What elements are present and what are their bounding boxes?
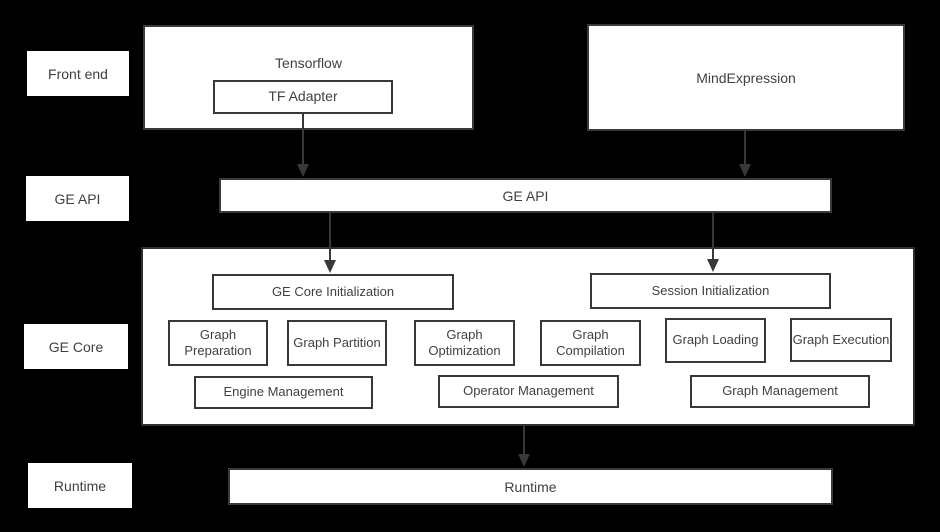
front-end-row-label-text: Front end [48,65,108,82]
arrow-mindexpression-to-geapi [739,131,751,177]
runtime-row-label-text: Runtime [53,477,107,494]
tensorflow-label: Tensorflow [275,55,342,71]
ge-core-row-label: GE Core [24,324,128,369]
arrow-stem [523,426,525,454]
arrow-stem [302,113,304,164]
arrow-stem [712,213,714,259]
operator-management-box: Operator Management [438,375,619,408]
arrow-stem [329,213,331,260]
ge-core-initialization-box: GE Core Initialization [212,274,454,310]
graph-partition-box: Graph Partition [287,320,387,366]
ge-core-row-label-text: GE Core [48,338,104,355]
graph-loading-box: Graph Loading [665,318,766,363]
mindexpression-box: MindExpression [587,24,905,131]
arrow-geapi-to-gecore-init [324,213,336,273]
ge-api-row-label: GE API [26,176,129,221]
graph-execution-label: Graph Execution [792,331,890,347]
arrow-head-icon [324,260,336,273]
session-initialization-box: Session Initialization [590,273,831,309]
graph-management-label: Graph Management [722,383,838,399]
operator-management-label: Operator Management [463,383,594,399]
arrow-stem [744,131,746,164]
runtime-bar-label: Runtime [504,478,557,495]
graph-loading-label: Graph Loading [672,332,759,348]
session-initialization-label: Session Initialization [651,282,770,298]
arrow-geapi-to-session-init [707,213,719,272]
tf-adapter-box: TF Adapter [213,80,393,114]
ge-core-initialization-label: GE Core Initialization [271,283,395,299]
arrow-head-icon [518,454,530,467]
ge-api-bar-label: GE API [502,187,549,204]
arrow-head-icon [707,259,719,272]
engine-management-box: Engine Management [194,376,373,409]
graph-optimization-box: Graph Optimization [414,320,515,366]
ge-api-bar: GE API [219,178,832,213]
engine-management-label: Engine Management [223,384,344,400]
arrow-gecore-to-runtime [518,426,530,467]
tf-adapter-label: TF Adapter [268,88,338,105]
runtime-bar: Runtime [228,468,833,505]
arrow-head-icon [739,164,751,177]
graph-preparation-box: Graph Preparation [168,320,268,366]
runtime-row-label: Runtime [28,463,132,508]
graph-compilation-label: Graph Compilation [556,326,625,358]
mindexpression-label: MindExpression [696,69,796,86]
graph-compilation-box: Graph Compilation [540,320,641,366]
graph-management-box: Graph Management [690,375,870,408]
graph-partition-label: Graph Partition [293,334,381,350]
graph-optimization-label: Graph Optimization [428,326,501,358]
front-end-row-label: Front end [27,51,129,96]
arrow-tfadapter-to-geapi [297,113,309,177]
graph-execution-box: Graph Execution [790,318,892,362]
arrow-head-icon [297,164,309,177]
graph-preparation-label: Graph Preparation [184,326,252,358]
ge-api-row-label-text: GE API [54,190,101,207]
